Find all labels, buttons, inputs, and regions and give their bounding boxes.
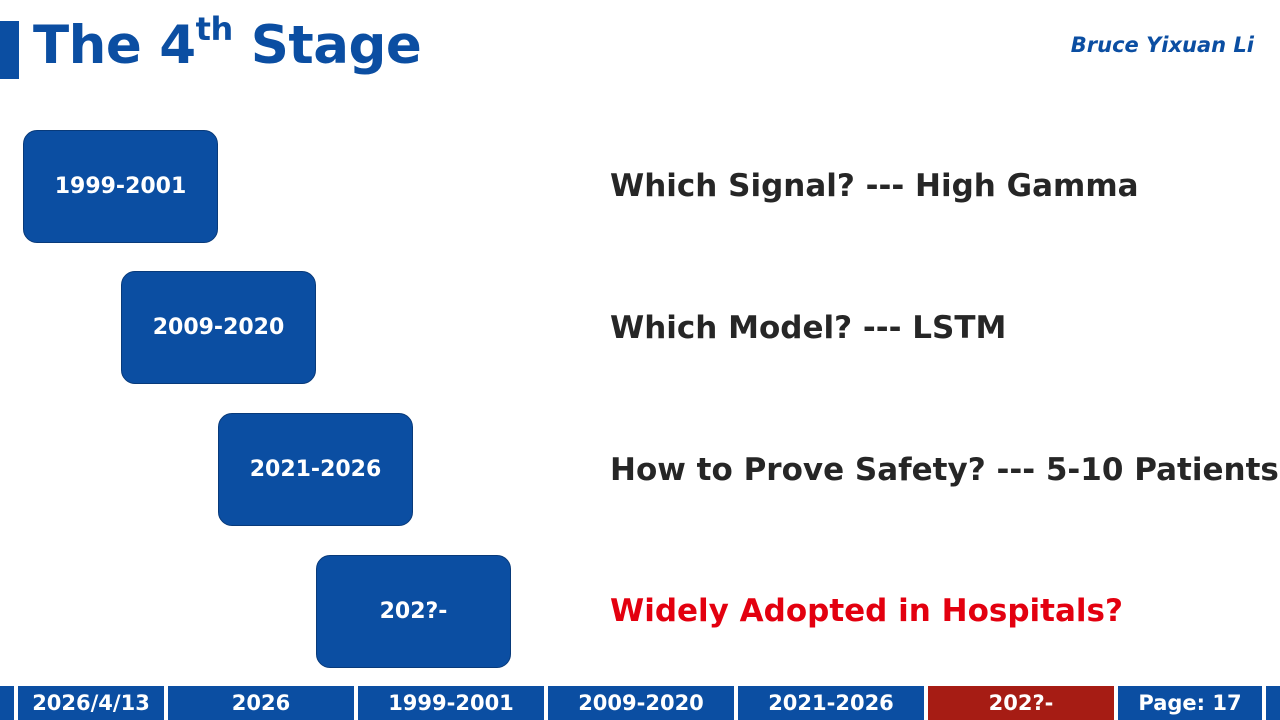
footer-section-2[interactable]: 2009-2020: [548, 686, 734, 720]
stage-box-2: 2009-2020: [121, 271, 316, 384]
footer-nav-bar: 2026/4/13 2026 1999-2001 2009-2020 2021-…: [0, 686, 1280, 720]
stage-box-4: 202?-: [316, 555, 511, 668]
author-name: Bruce Yixuan Li: [1070, 33, 1254, 57]
stage-box-1: 1999-2001: [23, 130, 218, 243]
stage-description-2: Which Model? --- LSTM: [610, 310, 1007, 346]
title-end-text: Stage: [232, 15, 422, 76]
footer-date: 2026/4/13: [18, 686, 164, 720]
stage-description-3: How to Prove Safety? --- 5-10 Patients: [610, 452, 1279, 488]
stage-description-1: Which Signal? --- High Gamma: [610, 168, 1139, 204]
title-accent-bar: [0, 21, 19, 79]
footer-section-1[interactable]: 1999-2001: [358, 686, 544, 720]
footer-section-4-active[interactable]: 202?-: [928, 686, 1114, 720]
title-superscript: th: [195, 10, 234, 49]
footer-page-number: Page: 17: [1118, 686, 1262, 720]
footer-section-3[interactable]: 2021-2026: [738, 686, 924, 720]
footer-left-edge: [0, 686, 14, 720]
slide-title: The 4th Stage: [33, 9, 422, 83]
footer-right-edge: [1266, 686, 1280, 720]
stage-box-3: 2021-2026: [218, 413, 413, 526]
stage-description-4: Widely Adopted in Hospitals?: [610, 593, 1123, 629]
title-main-text: The 4: [33, 15, 196, 76]
footer-year: 2026: [168, 686, 354, 720]
